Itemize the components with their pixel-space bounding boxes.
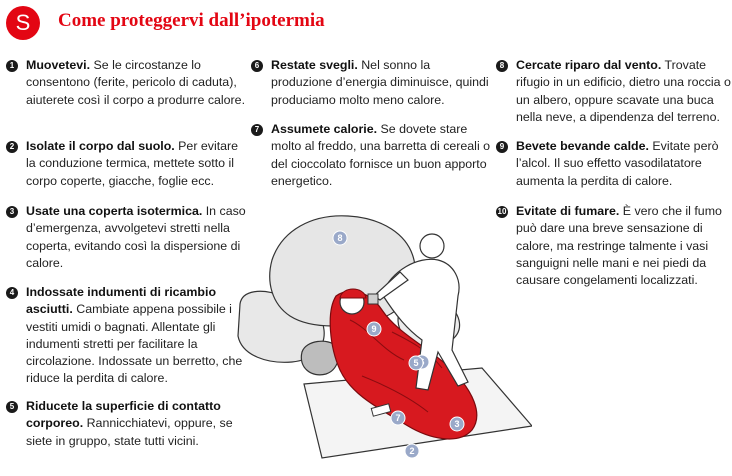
number-badge: 6 <box>251 60 263 72</box>
tip-item-8: 8 Cercate riparo dal vento. Trovate rifu… <box>496 57 732 126</box>
number-badge: 8 <box>496 60 508 72</box>
tip-item-4: 4 Indossate indumenti di ricambio asciut… <box>6 284 248 388</box>
tip-item-10: 10 Evitate di fumare. È vero che il fumo… <box>496 204 722 288</box>
brand-logo: S <box>6 6 40 40</box>
badge-7: 7 <box>390 410 406 426</box>
svg-text:3: 3 <box>454 419 459 429</box>
number-badge: 7 <box>251 124 263 136</box>
number-badge: 2 <box>6 141 18 153</box>
svg-text:8: 8 <box>337 233 342 243</box>
tip-item-7: 7 Assumete calorie. Se dovete stare molt… <box>251 121 493 190</box>
page-title: Come proteggervi dall’ipotermia <box>58 10 325 31</box>
helper-head <box>419 233 445 259</box>
red-blanket-fold <box>349 319 443 413</box>
tip-item-2: 2 Isolate il corpo dal suolo. Per evitar… <box>6 138 248 190</box>
helper-body <box>381 258 469 391</box>
tip-item-5: 5 Riducete la superficie di contatto cor… <box>6 398 248 450</box>
hypothermia-illustration: 8 9 6 5 7 3 2 <box>237 215 532 459</box>
badge-2: 2 <box>404 443 420 459</box>
svg-text:2: 2 <box>409 446 414 456</box>
svg-text:7: 7 <box>395 413 400 423</box>
number-badge: 5 <box>6 401 18 413</box>
number-badge: 9 <box>496 141 508 153</box>
beanie <box>339 288 367 299</box>
badge-3: 3 <box>449 416 465 432</box>
badge-9: 9 <box>366 321 382 337</box>
thermos-cup <box>367 293 379 305</box>
badge-8: 8 <box>332 230 348 246</box>
tip-item-9: 9 Bevete bevande calde. Evitate però l’a… <box>496 138 732 190</box>
number-badge: 4 <box>6 287 18 299</box>
number-badge: 3 <box>6 206 18 218</box>
number-badge: 10 <box>496 206 508 218</box>
svg-text:5: 5 <box>413 358 418 368</box>
tip-item-1: 1 Muovetevi. Se le circostanze lo consen… <box>6 57 248 109</box>
tip-item-3: 3 Usate una coperta isotermica. In caso … <box>6 203 248 272</box>
tip-item-6: 6 Restate svegli. Nel sonno la produzion… <box>251 57 493 109</box>
number-badge: 1 <box>6 60 18 72</box>
badge-5-visible: 5 <box>408 355 424 371</box>
snack-bar <box>370 403 392 417</box>
svg-text:9: 9 <box>371 324 376 334</box>
